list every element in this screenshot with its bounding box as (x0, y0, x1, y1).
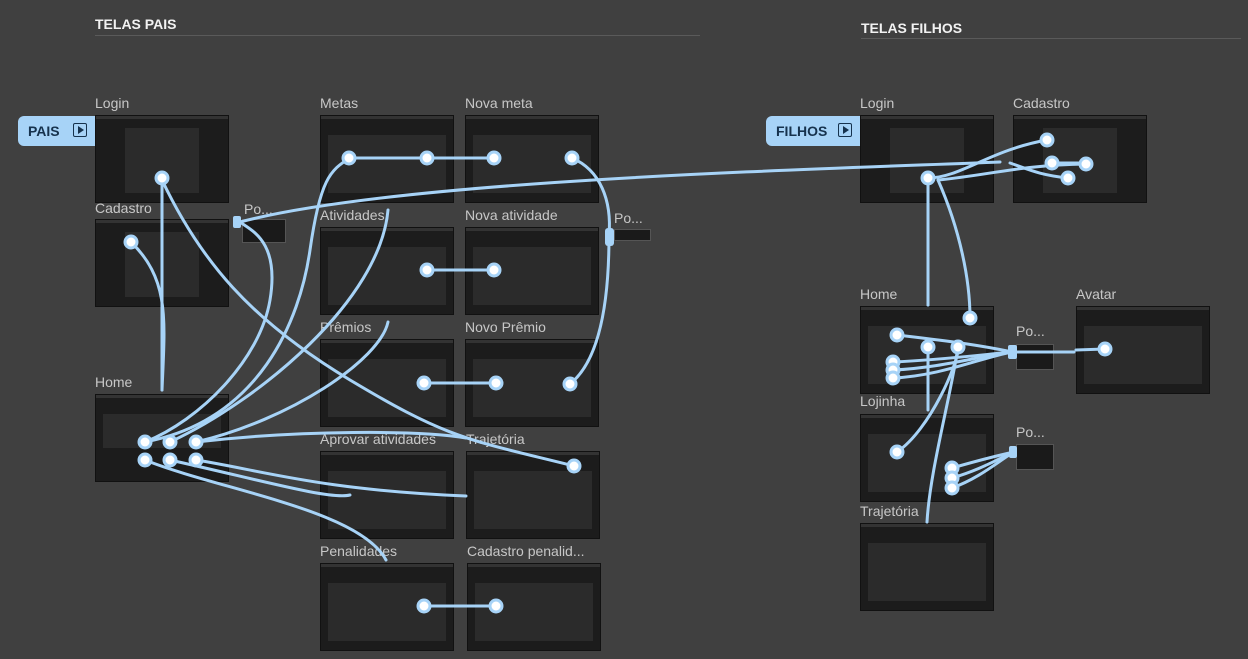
connector (891, 350, 1014, 380)
connector-endpoint (233, 216, 241, 228)
connector-hotspot (920, 339, 936, 355)
frame-label-lojinha[interactable]: Lojinha (860, 393, 906, 409)
section-divider (861, 38, 1241, 39)
connector-hotspot (419, 150, 435, 166)
frame-label-avatar[interactable]: Avatar (1076, 286, 1117, 302)
frame-popup[interactable] (1016, 344, 1054, 370)
connector (194, 430, 468, 444)
connector-hotspot (1078, 156, 1094, 172)
connector-hotspot (488, 598, 504, 614)
connector (160, 178, 576, 468)
connector (194, 458, 468, 498)
connector-hotspot (162, 452, 178, 468)
section-divider (95, 35, 700, 36)
connector-hotspot (341, 150, 357, 166)
connector (168, 208, 390, 444)
play-icon[interactable] (73, 123, 87, 137)
connector (129, 240, 166, 392)
frame-label-premios[interactable]: Prêmios (320, 319, 372, 335)
connector-hotspot (944, 480, 960, 496)
connector-hotspot (889, 444, 905, 460)
connector-hotspot (920, 170, 936, 186)
frame-label-popup[interactable]: Po... (244, 201, 273, 217)
connector-hotspot (154, 170, 170, 186)
connector-hotspot (123, 234, 139, 250)
connector-hotspot (1039, 132, 1055, 148)
connector (950, 450, 1016, 490)
frame-label-cadastro[interactable]: Cadastro (95, 200, 152, 216)
frame-label-trajetoria[interactable]: Trajetória (860, 503, 919, 519)
connector-hotspot (419, 262, 435, 278)
flow-start-pais[interactable]: PAIS (18, 116, 95, 146)
connector-hotspot (889, 327, 905, 343)
connector (143, 220, 274, 444)
connector-hotspot (137, 452, 153, 468)
connector-hotspot (1044, 155, 1060, 171)
connector-hotspot (562, 376, 578, 392)
frame-label-home[interactable]: Home (860, 286, 898, 302)
frame-popup[interactable] (242, 219, 286, 243)
connector (936, 162, 1088, 182)
connector-hotspot (962, 310, 978, 326)
flow-start-label: PAIS (28, 123, 60, 139)
connector (238, 160, 1002, 224)
frame-lojinha[interactable] (860, 414, 994, 502)
connector (143, 458, 388, 562)
frame-popup[interactable] (614, 229, 651, 241)
connector-hotspot (137, 434, 153, 450)
connector-hotspot (1097, 341, 1113, 357)
connector-hotspot (188, 434, 204, 450)
play-icon[interactable] (838, 123, 852, 137)
frame-label-popup[interactable]: Po... (1016, 323, 1045, 339)
connector-hotspot (416, 375, 432, 391)
frame-label-popup[interactable]: Po... (1016, 424, 1045, 440)
connector (936, 178, 972, 320)
connector-hotspot (950, 339, 966, 355)
frame-label-cadastro[interactable]: Cadastro (1013, 95, 1070, 111)
connector-hotspot (564, 150, 580, 166)
connector-hotspot (486, 150, 502, 166)
frame-login[interactable] (95, 115, 229, 203)
connector-endpoint (1009, 446, 1017, 458)
connector-hotspot (1060, 170, 1076, 186)
connector-hotspot (488, 375, 504, 391)
frame-label-aprovar-atividades[interactable]: Aprovar atividades (320, 431, 436, 447)
connector (194, 320, 390, 444)
connector (143, 156, 352, 444)
connector-hotspot (885, 370, 901, 386)
connector (926, 138, 1049, 180)
frame-label-login[interactable]: Login (860, 95, 895, 111)
connector (568, 234, 611, 386)
connector (168, 458, 352, 498)
connector-hotspot (162, 434, 178, 450)
section-title-pais: TELAS PAIS (95, 16, 177, 32)
frame-label-home[interactable]: Home (95, 374, 133, 390)
frame-label-nova-atividade[interactable]: Nova atividade (465, 207, 558, 223)
connector-hotspot (486, 262, 502, 278)
flow-start-filhos[interactable]: FILHOS (766, 116, 860, 146)
frame-label-nova-meta[interactable]: Nova meta (465, 95, 533, 111)
frame-trajetoria[interactable] (860, 523, 994, 611)
connector-endpoint (605, 228, 614, 246)
frame-label-atividades[interactable]: Atividades (320, 207, 385, 223)
section-title-filhos: TELAS FILHOS (861, 20, 963, 36)
flow-start-label: FILHOS (776, 123, 828, 139)
frame-label-login[interactable]: Login (95, 95, 130, 111)
connector-hotspot (566, 458, 582, 474)
connector (570, 156, 611, 238)
frame-login[interactable] (860, 115, 994, 203)
frame-popup[interactable] (1016, 444, 1054, 470)
frame-label-popup[interactable]: Po... (614, 210, 643, 226)
frame-label-metas[interactable]: Metas (320, 95, 359, 111)
connector-endpoint (1008, 345, 1017, 359)
frame-label-novo-premio[interactable]: Novo Prêmio (465, 319, 546, 335)
connector-hotspot (416, 598, 432, 614)
frame-label-cadastro-penalidades[interactable]: Cadastro penalid... (467, 543, 585, 559)
frame-nova-atividade[interactable] (465, 227, 599, 315)
connector-hotspot (188, 452, 204, 468)
